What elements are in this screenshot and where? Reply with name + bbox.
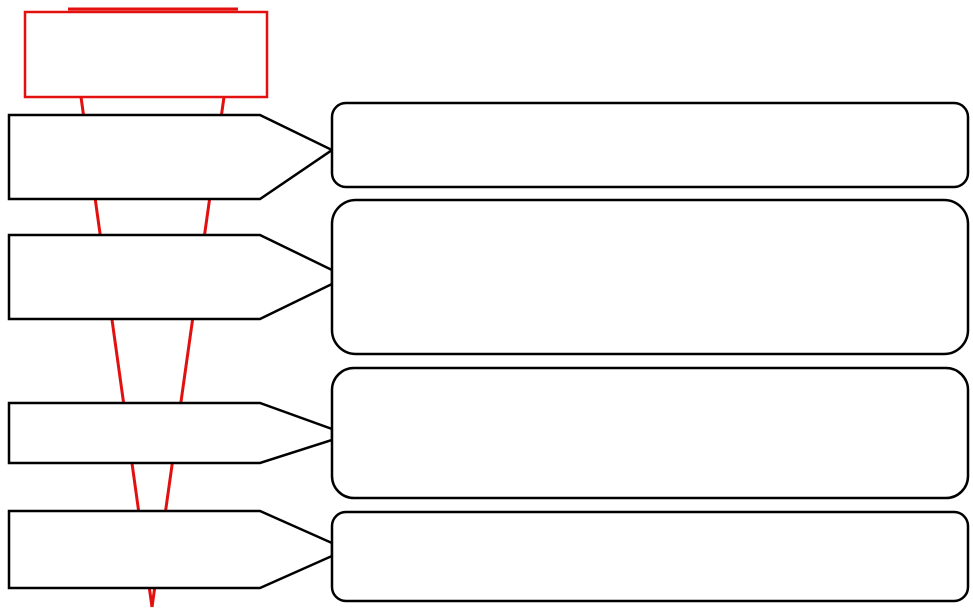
stage-1-label-shape	[7, 113, 335, 201]
stage-2-description-box	[330, 198, 970, 356]
stage-4-description-box	[330, 510, 970, 603]
title-box-frame	[23, 10, 269, 99]
stage-4-label-shape	[7, 509, 334, 590]
title-box	[23, 7, 269, 99]
stage-4	[7, 509, 970, 603]
stage-3	[7, 366, 970, 500]
stage-2	[7, 198, 970, 356]
stage-3-description-box	[330, 366, 970, 500]
stage-3-label-shape	[7, 401, 334, 465]
stage-1-description-box	[330, 101, 970, 189]
stage-1	[7, 101, 970, 201]
stage-2-label-shape	[7, 233, 334, 321]
